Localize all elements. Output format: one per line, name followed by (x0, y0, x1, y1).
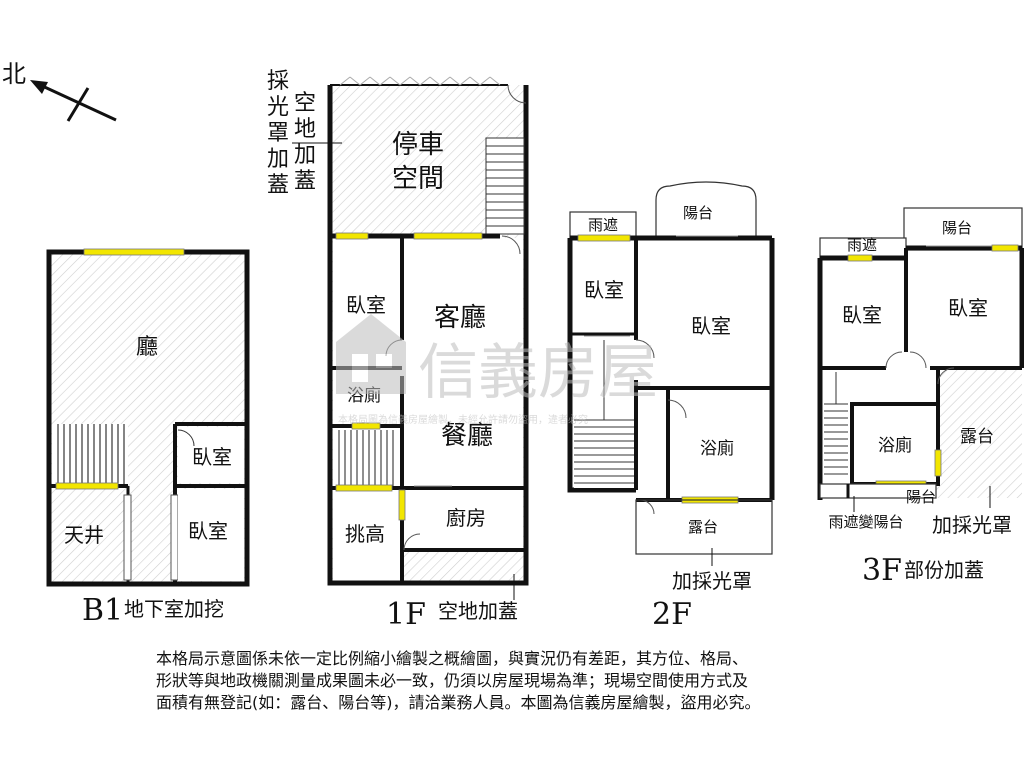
2f-caption: 2F (652, 597, 692, 632)
3f-bedroom-a-label: 臥室 (842, 303, 882, 327)
3f-terrace-label: 露台 (960, 427, 994, 447)
svg-text:蓋: 蓋 (267, 173, 289, 198)
3f-bedroom-b-label: 臥室 (948, 296, 988, 320)
1f-open-space-annotation: 空 地 加 蓋 (294, 91, 316, 194)
3f-skylight-note: 加採光罩 (932, 513, 1012, 537)
2f-bedroom-a-label: 臥室 (584, 278, 624, 302)
compass: 北 (2, 60, 117, 122)
3f-caption: 3F (862, 553, 902, 588)
svg-text:加: 加 (294, 143, 316, 168)
b1-lightwell-label: 天井 (64, 523, 104, 547)
floor-2f: 雨遮 陽台 臥室 臥室 浴廁 露台 加採光罩 2F (567, 181, 775, 632)
watermark-fine-print: 本格局圖為信義房屋繪製，未經允許請勿盜用，違者必究 (338, 413, 588, 426)
svg-text:地: 地 (294, 117, 316, 142)
b1-caption: B1 (82, 593, 123, 628)
1f-stairs-upper (485, 137, 525, 235)
1f-skylight-annotation: 採 光 罩 加 蓋 (267, 69, 289, 198)
svg-text:加: 加 (267, 147, 289, 172)
disclaimer-line: 面積有無登記(如：露台、陽台等)，請洽業務人員。本圖為信義房屋繪製，盜用必究。 (156, 693, 761, 712)
north-arrow-icon (30, 80, 117, 122)
1f-parking-label-1: 停車 (392, 130, 444, 160)
1f-bedroom-label: 臥室 (346, 293, 386, 317)
3f-balcony-top-label: 陽台 (942, 219, 972, 237)
2f-caption-note: 加採光罩 (672, 569, 752, 593)
svg-text:光: 光 (267, 95, 289, 120)
2f-balcony-label: 陽台 (683, 204, 713, 222)
3f-caption-note: 部份加蓋 (904, 558, 984, 582)
1f-living-label: 客廳 (434, 303, 486, 333)
watermark-brand: 信義房屋 (418, 338, 658, 408)
3f-bath-label: 浴廁 (878, 435, 912, 456)
2f-stairs (574, 340, 634, 488)
disclaimer: 本格局示意圖係未依一定比例縮小繪製之概繪圖，與實況仍有差距，其方位、格局、 形狀… (156, 648, 876, 714)
floor-b1: 廳 臥室 臥室 天井 B1 地下室加挖 (46, 248, 250, 628)
1f-garage-door (339, 76, 501, 86)
3f-balcony-bottom-label: 陽台 (906, 488, 936, 506)
watermark: 信義房屋 本格局圖為信義房屋繪製，未經允許請勿盜用，違者必究 (336, 314, 658, 426)
2f-bath-label: 浴廁 (700, 438, 734, 459)
1f-loft-label: 挑高 (345, 522, 385, 546)
1f-caption: 1F (386, 597, 426, 632)
2f-terrace-label: 露台 (688, 518, 718, 536)
disclaimer-line: 形狀等與地政機關測量成果圖未必一致，仍須以房屋現場為準；現場空間使用方式及 (156, 671, 749, 690)
svg-text:採: 採 (267, 69, 289, 94)
b1-hall-label: 廳 (136, 335, 158, 360)
floor-3f: 雨遮 陽台 臥室 臥室 浴廁 露台 陽台 雨遮變陽台 加採光罩 3F 部份加蓋 (817, 207, 1024, 588)
2f-canopy-label: 雨遮 (588, 216, 618, 234)
2f-bedroom-b-label: 臥室 (691, 314, 731, 338)
3f-canopy-to-balcony-note: 雨遮變陽台 (828, 513, 903, 531)
svg-text:蓋: 蓋 (294, 169, 316, 194)
b1-bedroom-a-label: 臥室 (192, 445, 232, 469)
b1-bedroom-b-label: 臥室 (188, 519, 228, 543)
svg-text:空: 空 (294, 91, 316, 116)
1f-dining-label: 餐廳 (441, 421, 493, 451)
b1-caption-note: 地下室加挖 (124, 597, 224, 621)
3f-stairs (824, 372, 848, 488)
1f-caption-note: 空地加蓋 (438, 599, 518, 623)
1f-stairs-lower (333, 430, 399, 486)
compass-north-label: 北 (2, 60, 26, 88)
1f-kitchen-label: 廚房 (446, 506, 486, 530)
3f-canopy-label: 雨遮 (847, 236, 877, 254)
svg-text:罩: 罩 (267, 121, 289, 146)
floor-1f: 採 光 罩 加 蓋 空 地 加 蓋 停車 空間 臥室 客廳 浴廁 餐廳 挑高 廚… (267, 69, 529, 632)
brand-logo-icon (336, 314, 406, 394)
b1-window (83, 248, 185, 256)
1f-parking-label-2: 空間 (392, 164, 444, 194)
b1-stairs (52, 424, 128, 486)
disclaimer-line: 本格局示意圖係未依一定比例縮小繪製之概繪圖，與實況仍有差距，其方位、格局、 (156, 649, 749, 668)
